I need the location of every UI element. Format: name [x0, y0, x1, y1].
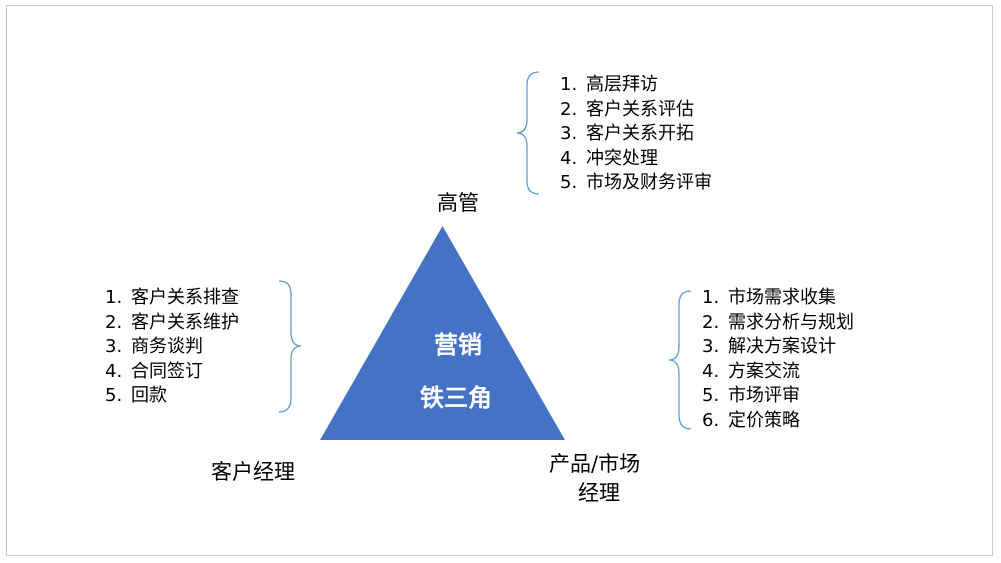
right-list-brace [668, 290, 692, 430]
iron-triangle-shape [320, 226, 565, 440]
list-item: 2.需求分析与规划 [702, 311, 854, 333]
list-item: 2.客户关系维护 [105, 311, 239, 333]
list-item: 1.市场需求收集 [702, 287, 836, 308]
product-manager-duties-list: 1.市场需求收集 2.需求分析与规划 3.解决方案设计 4.方案交流 5.市场评… [702, 286, 854, 433]
role-product-manager-line2: 经理 [578, 481, 620, 505]
list-item: 2.客户关系评估 [560, 98, 694, 120]
list-item: 4.方案交流 [702, 360, 800, 382]
list-item: 6.定价策略 [702, 409, 800, 431]
account-manager-duties-list: 1.客户关系排查 2.客户关系维护 3.商务谈判 4.合同签订 5.回款 [105, 286, 239, 409]
list-item: 3.客户关系开拓 [560, 123, 694, 144]
list-item: 1.客户关系排查 [105, 287, 239, 308]
role-top-executive: 高管 [437, 191, 479, 215]
list-item: 4.冲突处理 [560, 147, 658, 169]
list-item: 5.回款 [105, 385, 167, 406]
slide-frame [6, 5, 993, 556]
top-list-brace [516, 71, 540, 195]
list-item: 4.合同签订 [105, 360, 203, 382]
list-item: 5.市场评审 [702, 385, 800, 406]
center-label-line2: 铁三角 [420, 384, 492, 412]
role-product-manager-line1: 产品/市场 [549, 452, 641, 476]
role-account-manager: 客户经理 [211, 460, 295, 484]
list-item: 3.商务谈判 [105, 336, 203, 357]
left-list-brace [278, 280, 302, 413]
list-item: 1.高层拜访 [560, 74, 658, 95]
list-item: 5.市场及财务评审 [560, 172, 712, 193]
list-item: 3.解决方案设计 [702, 336, 836, 357]
center-label-line1: 营销 [434, 331, 482, 359]
executive-duties-list: 1.高层拜访 2.客户关系评估 3.客户关系开拓 4.冲突处理 5.市场及财务评… [560, 73, 712, 196]
